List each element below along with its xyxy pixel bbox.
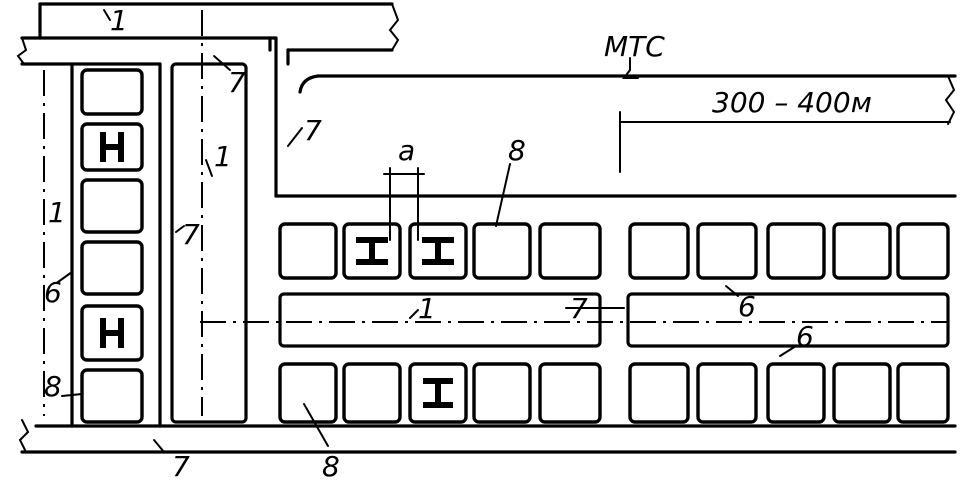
label-road-7-bottom: 7 — [172, 450, 190, 483]
cell — [80, 68, 144, 116]
label-road-7-corner: 7 — [304, 114, 322, 147]
cell — [766, 222, 826, 280]
cell — [80, 368, 144, 424]
label-6-left: 6 — [44, 276, 62, 309]
cell — [538, 362, 602, 424]
storage-cells-bottom-row — [278, 362, 950, 424]
i-beam-icon — [356, 237, 388, 265]
dimension-lines — [57, 9, 951, 453]
roads-outline — [16, 2, 957, 454]
label-axis-1-center: 1 — [418, 292, 436, 325]
label-road-7-center: 7 — [570, 292, 588, 325]
cell — [696, 222, 758, 280]
cell — [278, 362, 338, 424]
cell — [538, 222, 602, 280]
cell — [832, 222, 892, 280]
i-beam-icon — [422, 237, 454, 265]
label-axis-1-top: 1 — [110, 4, 128, 37]
cell — [472, 362, 532, 424]
label-8-bottom: 8 — [322, 450, 340, 483]
i-beam-icon — [100, 132, 124, 162]
cell — [696, 362, 758, 424]
cell — [628, 222, 690, 280]
storage-cells-top-row — [278, 222, 950, 280]
storage-cells-left-column — [80, 68, 144, 424]
cell — [80, 178, 144, 234]
cell — [766, 362, 826, 424]
label-dimension-a: a — [398, 134, 415, 167]
cell — [80, 240, 144, 296]
cell — [628, 362, 690, 424]
cell — [278, 222, 338, 280]
cell — [472, 222, 532, 280]
label-axis-1-left: 1 — [48, 196, 66, 229]
axis-lines — [43, 10, 948, 416]
center-storage-strips — [278, 292, 950, 348]
left-storage-strip — [70, 62, 248, 428]
labels: 1 МТС 300 – 400м a 7 7 7 7 7 1 1 1 6 6 6… — [44, 4, 872, 483]
cell — [896, 362, 950, 424]
label-distance: 300 – 400м — [712, 86, 872, 119]
cell — [342, 362, 402, 424]
label-8-left: 8 — [44, 370, 62, 403]
label-6-center: 6 — [738, 290, 756, 323]
label-6-lower: 6 — [796, 320, 814, 353]
label-road-7-top: 7 — [228, 66, 246, 99]
label-mtc: МТС — [604, 30, 665, 63]
cell — [832, 362, 892, 424]
i-beam-icon — [100, 318, 124, 348]
label-axis-1-vertical: 1 — [214, 140, 232, 173]
i-beam-icon — [423, 378, 453, 408]
cell — [896, 222, 950, 280]
label-road-7-vertical: 7 — [182, 218, 200, 251]
label-8-top: 8 — [508, 134, 526, 167]
